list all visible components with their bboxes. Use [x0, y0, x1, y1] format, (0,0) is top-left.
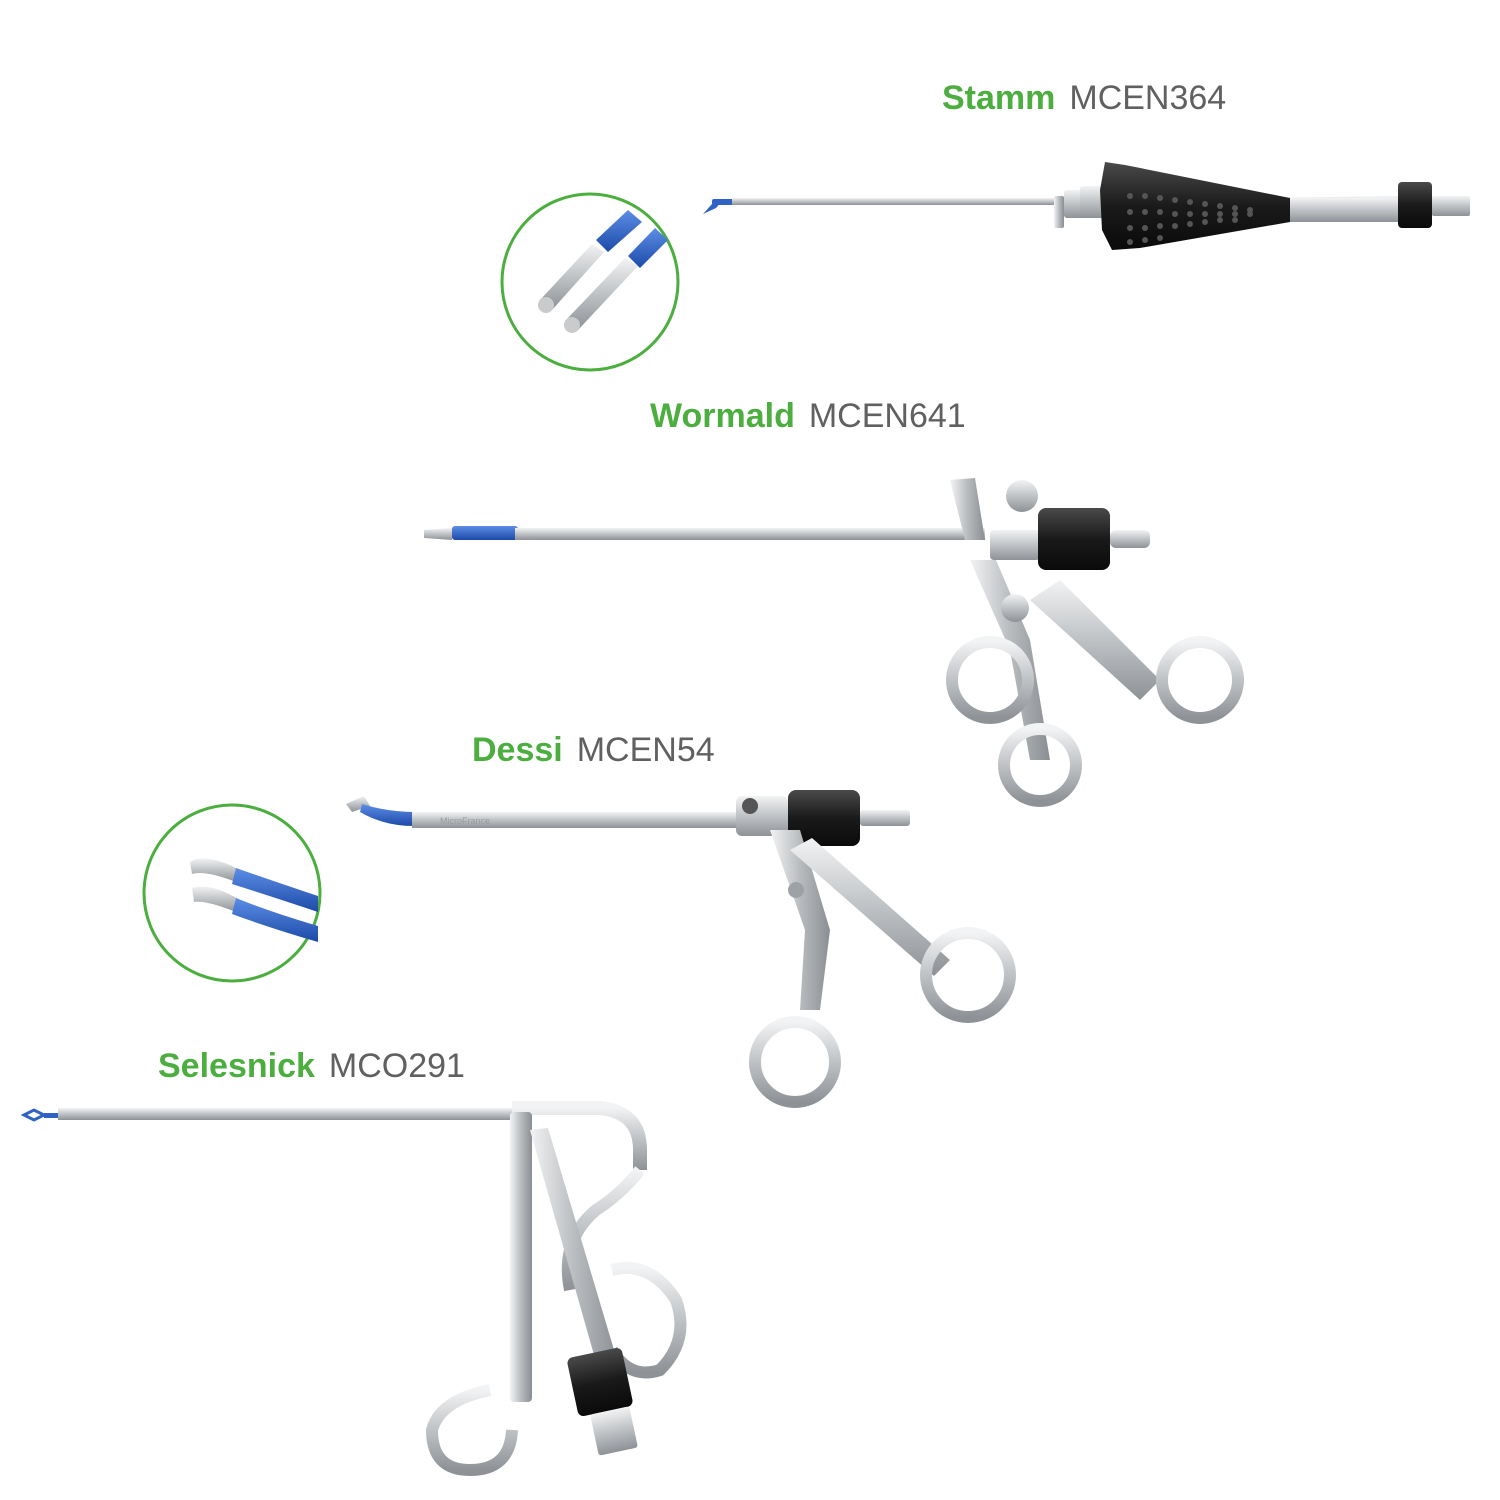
- stamm-tip-detail: [500, 192, 680, 372]
- dessi-screw: [742, 798, 758, 814]
- detail-ring: [142, 803, 322, 983]
- selesnick-ring-left: [425, 1384, 518, 1477]
- selesnick-tip: [20, 1108, 48, 1122]
- insulation-lower: [232, 898, 318, 942]
- dessi-handle-fixed: [770, 830, 830, 1010]
- product-label-wormald: Wormald MCEN641: [650, 396, 966, 436]
- selesnick-handle-moving: [530, 1128, 620, 1376]
- wormald-head-knob: [1006, 480, 1038, 512]
- stamm-handle-grip: [1127, 193, 1253, 245]
- dessi-shaft: [412, 812, 742, 828]
- product-code: MCEN54: [576, 731, 715, 769]
- dessi-end-plug: [860, 810, 910, 826]
- wormald-end-plug: [1110, 530, 1150, 548]
- product-code: MCEN641: [808, 397, 966, 435]
- dessi-handle-moving: [790, 838, 950, 976]
- product-code: MCO291: [328, 1047, 465, 1085]
- wormald-head: [950, 478, 985, 540]
- product-name: Selesnick: [158, 1047, 315, 1085]
- wormald-instrument: [424, 478, 1244, 807]
- selesnick-ring-right: [606, 1262, 687, 1379]
- jaw-lower: [566, 258, 638, 330]
- wormald-ring-left: [946, 636, 1034, 724]
- selesnick-shaft: [58, 1108, 528, 1120]
- wormald-rotation-knob: [1038, 508, 1110, 570]
- selesnick-insulation: [44, 1113, 60, 1118]
- stamm-rotation-knob: [1398, 182, 1432, 228]
- stamm-insulation: [712, 199, 734, 205]
- wormald-tip: [424, 528, 452, 540]
- wormald-ring-bottom: [998, 723, 1082, 807]
- selesnick-rotation-knob: [567, 1347, 633, 1417]
- insulation-upper: [232, 868, 318, 912]
- selesnick-instrument: [20, 1101, 687, 1477]
- dessi-tip-detail: [142, 803, 322, 983]
- dessi-rotation-knob: [788, 790, 860, 846]
- dessi-ring-bottom: [749, 1016, 841, 1108]
- selesnick-handle-arc: [512, 1101, 647, 1170]
- product-label-stamm: Stamm MCEN364: [942, 78, 1226, 118]
- wormald-pivot: [1001, 594, 1029, 622]
- insulation-lower: [628, 228, 668, 268]
- dessi-shaft-marking: MicroFrance: [440, 816, 490, 826]
- product-label-selesnick: Selesnick MCO291: [158, 1046, 465, 1086]
- jaw-upper: [190, 858, 240, 882]
- stamm-shaft: [732, 198, 1062, 205]
- stamm-instrument: [703, 162, 1470, 250]
- wormald-handle-fixed: [970, 560, 1050, 760]
- product-name: Dessi: [472, 731, 563, 769]
- wormald-body: [990, 530, 1040, 560]
- wormald-insulation: [452, 526, 518, 540]
- wormald-handle-moving: [1030, 580, 1160, 700]
- dessi-instrument: MicroFrance: [346, 790, 1016, 1108]
- stamm-collar: [1054, 196, 1064, 228]
- dessi-pivot: [788, 882, 804, 898]
- product-label-dessi: Dessi MCEN54: [472, 730, 715, 770]
- dessi-insulation: [360, 804, 414, 826]
- selesnick-end-plug: [590, 1406, 638, 1456]
- jaw-lower: [192, 886, 240, 912]
- selesnick-handle-fixed: [510, 1112, 532, 1402]
- product-name: Wormald: [650, 397, 795, 435]
- product-code: MCEN364: [1069, 79, 1227, 117]
- wormald-shaft: [515, 528, 985, 540]
- wormald-ring-right: [1156, 636, 1244, 724]
- detail-ring: [500, 192, 680, 372]
- stamm-end-plug: [1432, 196, 1470, 216]
- stamm-handle: [1100, 162, 1290, 250]
- insulation-upper: [596, 210, 642, 252]
- product-name: Stamm: [942, 79, 1056, 117]
- selesnick-handle-curve: [561, 1166, 645, 1292]
- jaw-upper: [540, 244, 604, 310]
- dessi-ring-right: [920, 927, 1016, 1023]
